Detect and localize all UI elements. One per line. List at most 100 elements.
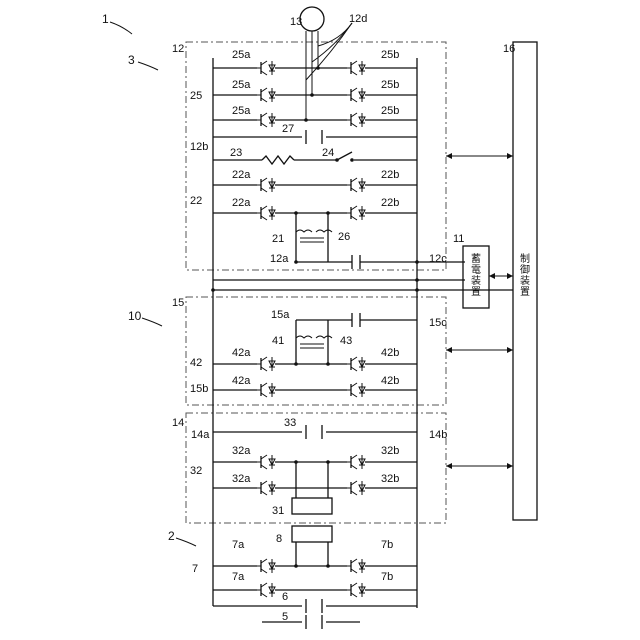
label-unit-3: 3 xyxy=(128,53,135,67)
switch-22b-3 xyxy=(347,178,365,192)
label-25b-2: 25b xyxy=(381,79,399,91)
junction-dot xyxy=(294,211,298,215)
switch-7a-10 xyxy=(257,583,275,597)
label-32b-1: 32b xyxy=(381,445,399,457)
capacitor-26 xyxy=(352,255,360,269)
switch-32b-8 xyxy=(347,481,365,495)
junction-dot xyxy=(304,118,308,122)
junction-dot xyxy=(294,362,298,366)
label-24: 24 xyxy=(322,147,334,159)
capacitor-43 xyxy=(352,313,360,327)
label-25a-3: 25a xyxy=(232,105,251,117)
label-7a-2: 7a xyxy=(232,571,245,583)
label-22b-1: 22b xyxy=(381,169,399,181)
switch-22b-4 xyxy=(347,206,365,220)
switch-22a-3 xyxy=(257,178,275,192)
label-15b: 15b xyxy=(190,383,208,395)
label-22: 22 xyxy=(190,195,202,207)
label-27: 27 xyxy=(282,123,294,135)
label-26: 26 xyxy=(338,231,350,243)
capacitor-6 xyxy=(306,599,322,613)
label-22a-1: 22a xyxy=(232,169,251,181)
inverter-12-boundary xyxy=(186,42,446,270)
junction-dot xyxy=(326,460,330,464)
switch-42b-5 xyxy=(347,357,365,371)
switch-25b-0 xyxy=(347,61,365,75)
switch-7b-9 xyxy=(347,559,365,573)
block-8 xyxy=(292,526,332,542)
label-12b: 12b xyxy=(190,141,208,153)
label-25b-3: 25b xyxy=(381,105,399,117)
junction-dot xyxy=(294,260,298,264)
junction-dot xyxy=(415,288,419,292)
label-7a-1: 7a xyxy=(232,539,245,551)
switch-32a-7 xyxy=(257,455,275,469)
label-41: 41 xyxy=(272,335,284,347)
label-42a-1: 42a xyxy=(232,347,251,359)
switch-25a-0 xyxy=(257,61,275,75)
label-32a-1: 32a xyxy=(232,445,251,457)
switch-25a-1 xyxy=(257,88,275,102)
switch-7a-9 xyxy=(257,559,275,573)
converter-15-boundary xyxy=(186,297,446,405)
label-7: 7 xyxy=(192,563,198,575)
label-42a-2: 42a xyxy=(232,375,251,387)
label-14: 14 xyxy=(172,417,184,429)
label-42b-2: 42b xyxy=(381,375,399,387)
switch-42a-5 xyxy=(257,357,275,371)
pointer-system xyxy=(110,22,132,34)
label-7b-2: 7b xyxy=(381,571,393,583)
label-5: 5 xyxy=(282,611,288,623)
label-42: 42 xyxy=(190,357,202,369)
label-31: 31 xyxy=(272,505,284,517)
label-23: 23 xyxy=(230,147,242,159)
label-7b-1: 7b xyxy=(381,539,393,551)
switch-32b-7 xyxy=(347,455,365,469)
motor-circle xyxy=(300,7,324,31)
junction-dot xyxy=(326,362,330,366)
choke-41-coil xyxy=(296,336,332,348)
label-32b-2: 32b xyxy=(381,473,399,485)
junction-dot xyxy=(335,158,339,162)
junction-dot xyxy=(294,460,298,464)
label-12c: 12c xyxy=(429,253,447,265)
label-21: 21 xyxy=(272,233,284,245)
pointer-unit-2 xyxy=(176,538,196,546)
junction-dot xyxy=(350,158,354,162)
label-25a-1: 25a xyxy=(232,49,251,61)
label-12: 12 xyxy=(172,43,184,55)
resistor-23 xyxy=(262,156,294,164)
pointer-unit-10 xyxy=(142,318,162,326)
vertical-labels: 蓄電装置制御装置 xyxy=(471,252,530,298)
switch-24 xyxy=(337,152,352,160)
label-14a: 14a xyxy=(191,429,210,441)
choke-21-coil xyxy=(296,230,332,242)
pointer-unit-3 xyxy=(138,62,158,70)
label-11: 11 xyxy=(453,233,464,245)
label-unit-10: 10 xyxy=(128,309,142,323)
label-22a-2: 22a xyxy=(232,197,251,209)
label-12a: 12a xyxy=(270,253,289,265)
storage-device-label: 蓄電装置 xyxy=(471,253,481,298)
label-6: 6 xyxy=(282,591,288,603)
switch-25a-2 xyxy=(257,113,275,127)
label-33: 33 xyxy=(284,417,296,429)
junction-dot xyxy=(310,93,314,97)
switch-32a-8 xyxy=(257,481,275,495)
label-motor: 13 xyxy=(290,16,302,28)
label-25: 25 xyxy=(190,90,202,102)
junction-dot xyxy=(211,288,215,292)
label-16: 16 xyxy=(503,43,515,55)
switch-25b-1 xyxy=(347,88,365,102)
junction-dot xyxy=(415,278,419,282)
label-22b-2: 22b xyxy=(381,197,399,209)
junction-dot xyxy=(294,564,298,568)
label-25b-1: 25b xyxy=(381,49,399,61)
label-15: 15 xyxy=(172,297,184,309)
label-43: 43 xyxy=(340,335,352,347)
label-8: 8 xyxy=(276,533,282,545)
capacitor-33 xyxy=(306,425,322,439)
label-15a: 15a xyxy=(271,309,290,321)
